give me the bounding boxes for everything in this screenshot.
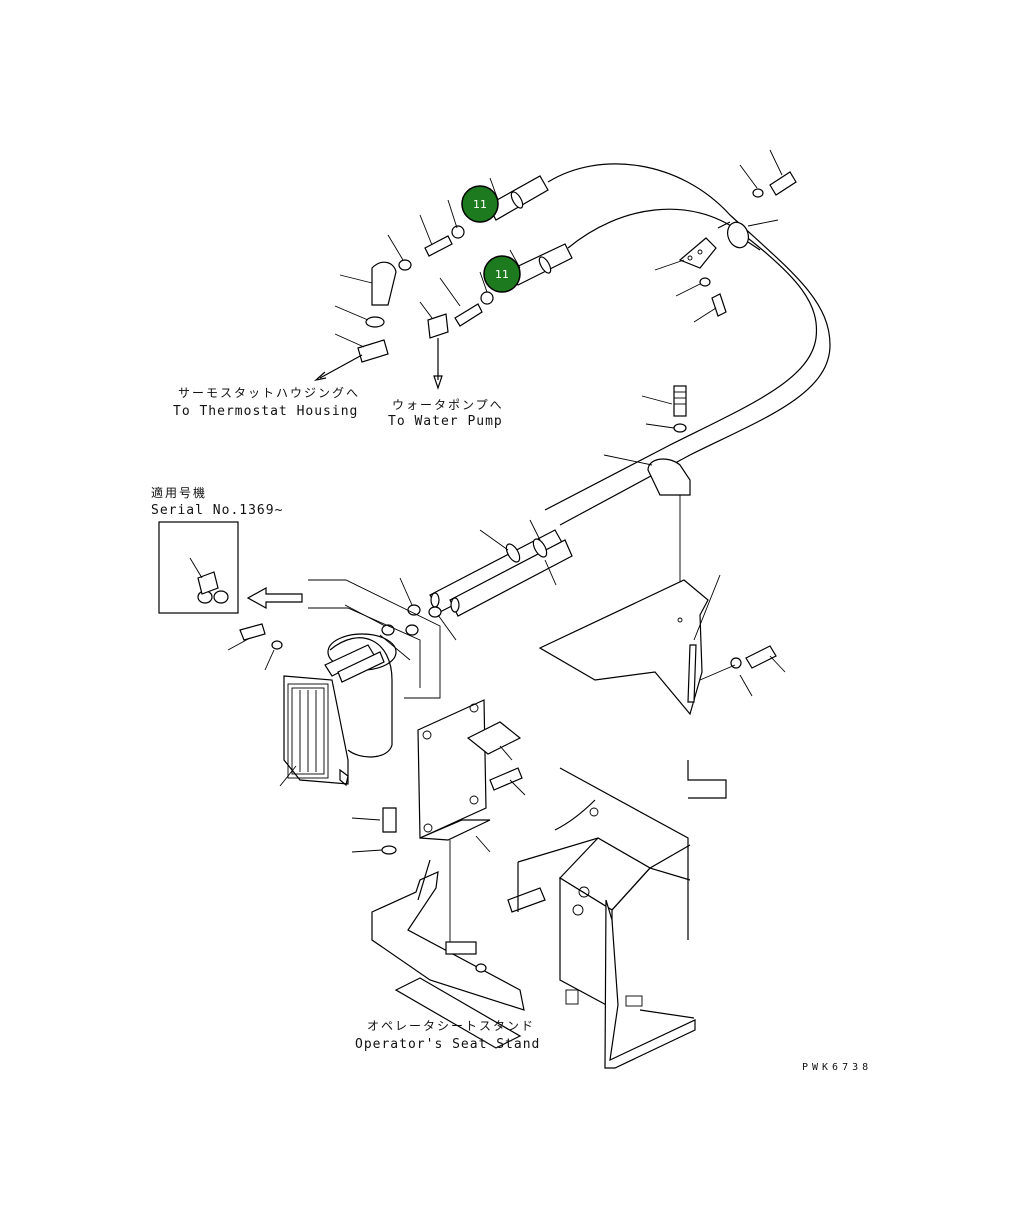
serial-label-en: Serial No.1369~ (151, 503, 283, 518)
heater-hoses (429, 163, 831, 617)
water-pump-fittings (427, 291, 494, 390)
heater-unit (239, 579, 442, 787)
serial-inset (158, 521, 303, 614)
callout-marker-number: 11 (495, 268, 509, 281)
serial-label-jp: 適用号機 (151, 485, 207, 500)
seat-stand-label-en: Operator's Seat Stand (355, 1037, 540, 1052)
water-pump-label-en: To Water Pump (388, 414, 503, 429)
seat-stand (371, 760, 727, 1069)
drawing-code: PWK6738 (802, 1062, 872, 1073)
leader-lines-lower (227, 519, 557, 853)
thermostat-fittings (313, 225, 465, 382)
callout-marker-circle[interactable] (461, 185, 499, 223)
floor-panel (538, 574, 786, 716)
callout-marker[interactable]: 11 (483, 255, 521, 293)
thermostat-label-en: To Thermostat Housing (173, 404, 358, 419)
hose-clamp-upper (678, 171, 797, 317)
callout-marker[interactable]: 11 (461, 185, 499, 223)
callout-marker-number: 11 (473, 198, 487, 211)
water-pump-label-jp: ウォータポンプへ (392, 398, 504, 412)
mount-plate (381, 699, 523, 950)
thermostat-label-jp: サーモスタットハウジングへ (178, 386, 360, 400)
callout-marker-circle[interactable] (483, 255, 521, 293)
seat-stand-label-jp: オペレータシートスタンド (367, 1019, 535, 1033)
